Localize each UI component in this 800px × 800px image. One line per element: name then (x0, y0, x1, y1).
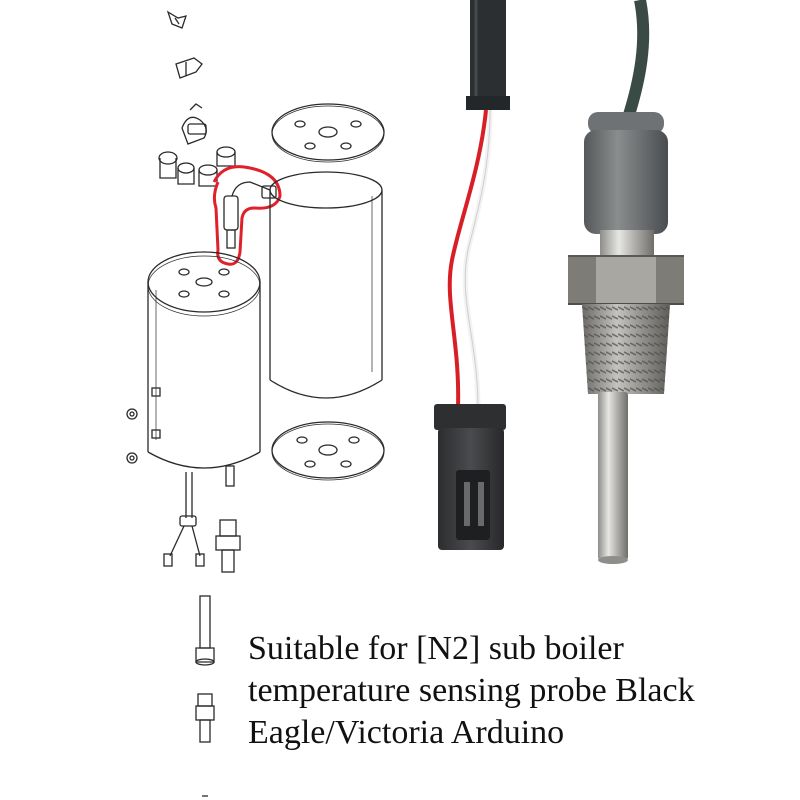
nut-part-icon (126, 408, 138, 464)
product-caption: Suitable for [N2] sub boiler temperature… (248, 628, 788, 754)
clip-part-icon (166, 10, 187, 29)
top-gasket-disk-icon (271, 103, 385, 163)
sensor-cable (622, 0, 650, 120)
temperature-probe-photo (434, 0, 684, 564)
fittings-icon (158, 146, 236, 187)
bracket-part-icon (175, 57, 203, 79)
probe-tip (598, 392, 628, 564)
lower-probe-icon (195, 595, 215, 666)
probe-collar (600, 230, 654, 256)
highlighted-probe-diagram-icon (212, 165, 282, 266)
boiler-exploded-diagram (126, 10, 385, 797)
two-pin-connector (434, 404, 506, 550)
sub-boiler-cylinder-icon (147, 251, 261, 487)
caption-line-2: temperature sensing probe Black (248, 672, 695, 709)
caption-line-1: Suitable for [N2] sub boiler (248, 630, 624, 667)
rubber-boot (584, 112, 668, 234)
hex-nut (568, 255, 684, 305)
bottom-gasket-disk-icon (271, 421, 385, 481)
pressure-fitting-icon (215, 519, 241, 573)
outer-cylinder-icon (269, 171, 383, 399)
lower-sensor-icon (195, 693, 215, 743)
heating-element-wires-icon (163, 472, 205, 567)
clamp-part-icon (181, 103, 207, 145)
black-cable (466, 0, 510, 110)
wires (447, 109, 493, 409)
threaded-shank (582, 304, 670, 394)
caption-line-3: Eagle/Victoria Arduino (248, 714, 565, 751)
